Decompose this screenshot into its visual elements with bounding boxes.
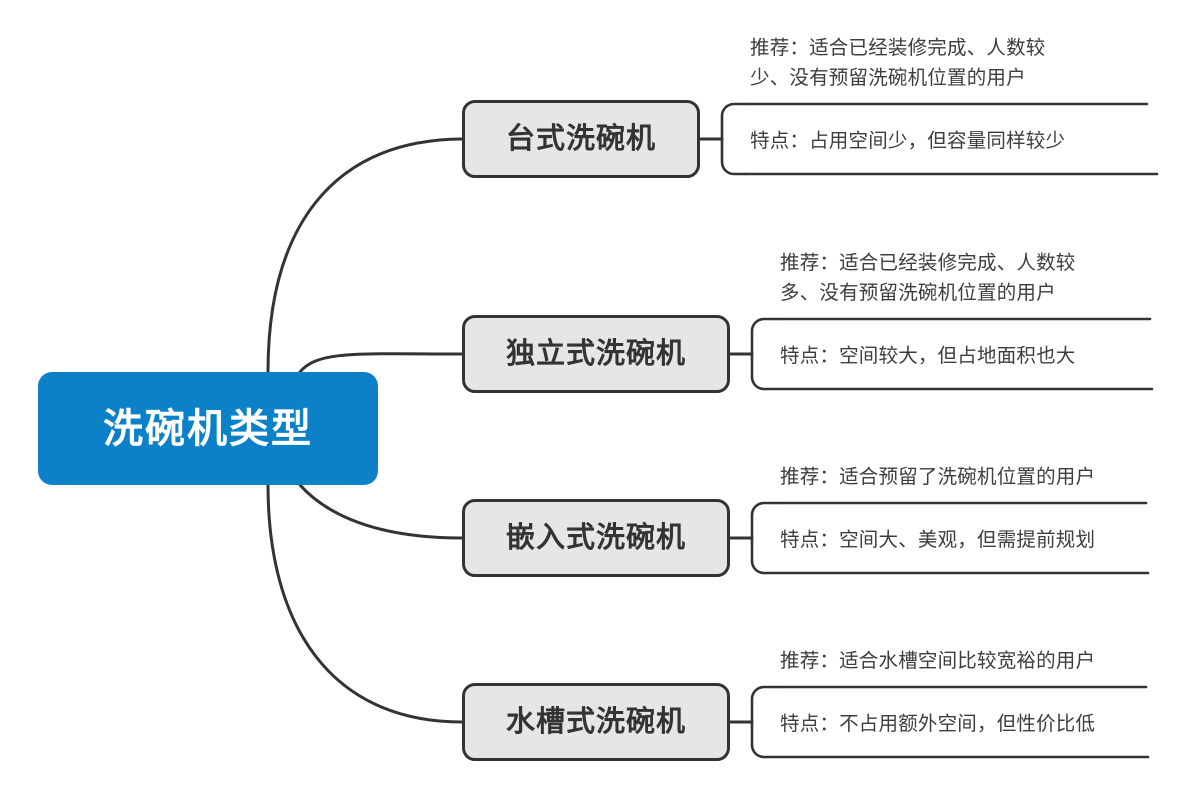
bracket-3 bbox=[750, 501, 778, 575]
connector-curve-4 bbox=[266, 483, 464, 724]
branch-node-3-label: 嵌入式洗碗机 bbox=[505, 521, 686, 554]
branch-node-4-label: 水槽式洗碗机 bbox=[505, 705, 686, 738]
leaf-3-1: 推荐：适合预留了洗碗机位置的用户 bbox=[780, 466, 1096, 488]
center-node-label: 洗碗机类型 bbox=[103, 406, 313, 451]
branch-node-4[interactable]: 水槽式洗碗机 bbox=[462, 683, 730, 761]
leaf-1-2: 特点：占用空间少，但容量同样较少 bbox=[750, 130, 1066, 152]
branch-node-1-label: 台式洗碗机 bbox=[505, 122, 656, 155]
connector-curve-3 bbox=[298, 483, 464, 540]
bracket-1 bbox=[720, 102, 748, 176]
leaf-2-2: 特点：空间较大，但占地面积也大 bbox=[780, 345, 1076, 367]
center-node[interactable]: 洗碗机类型 bbox=[38, 372, 378, 485]
bracket-4 bbox=[750, 685, 778, 759]
leaf-2-1: 推荐：适合已经装修完成、人数较 多、没有预留洗碗机位置的用户 bbox=[780, 252, 1076, 304]
leaf-3-2: 特点：空间大、美观，但需提前规划 bbox=[780, 529, 1096, 551]
branch-node-3[interactable]: 嵌入式洗碗机 bbox=[462, 499, 730, 577]
leaf-1-1: 推荐：适合已经装修完成、人数较 少、没有预留洗碗机位置的用户 bbox=[750, 37, 1046, 89]
connector-curve-1 bbox=[266, 137, 464, 374]
leaf-4-1: 推荐：适合水槽空间比较宽裕的用户 bbox=[780, 650, 1096, 672]
connector-curve-2 bbox=[298, 352, 464, 374]
leaf-4-2: 特点：不占用额外空间，但性价比低 bbox=[780, 713, 1096, 735]
bracket-2 bbox=[750, 317, 778, 391]
branch-node-2[interactable]: 独立式洗碗机 bbox=[462, 315, 730, 393]
branch-node-1[interactable]: 台式洗碗机 bbox=[462, 100, 700, 178]
branch-node-2-label: 独立式洗碗机 bbox=[505, 337, 686, 370]
